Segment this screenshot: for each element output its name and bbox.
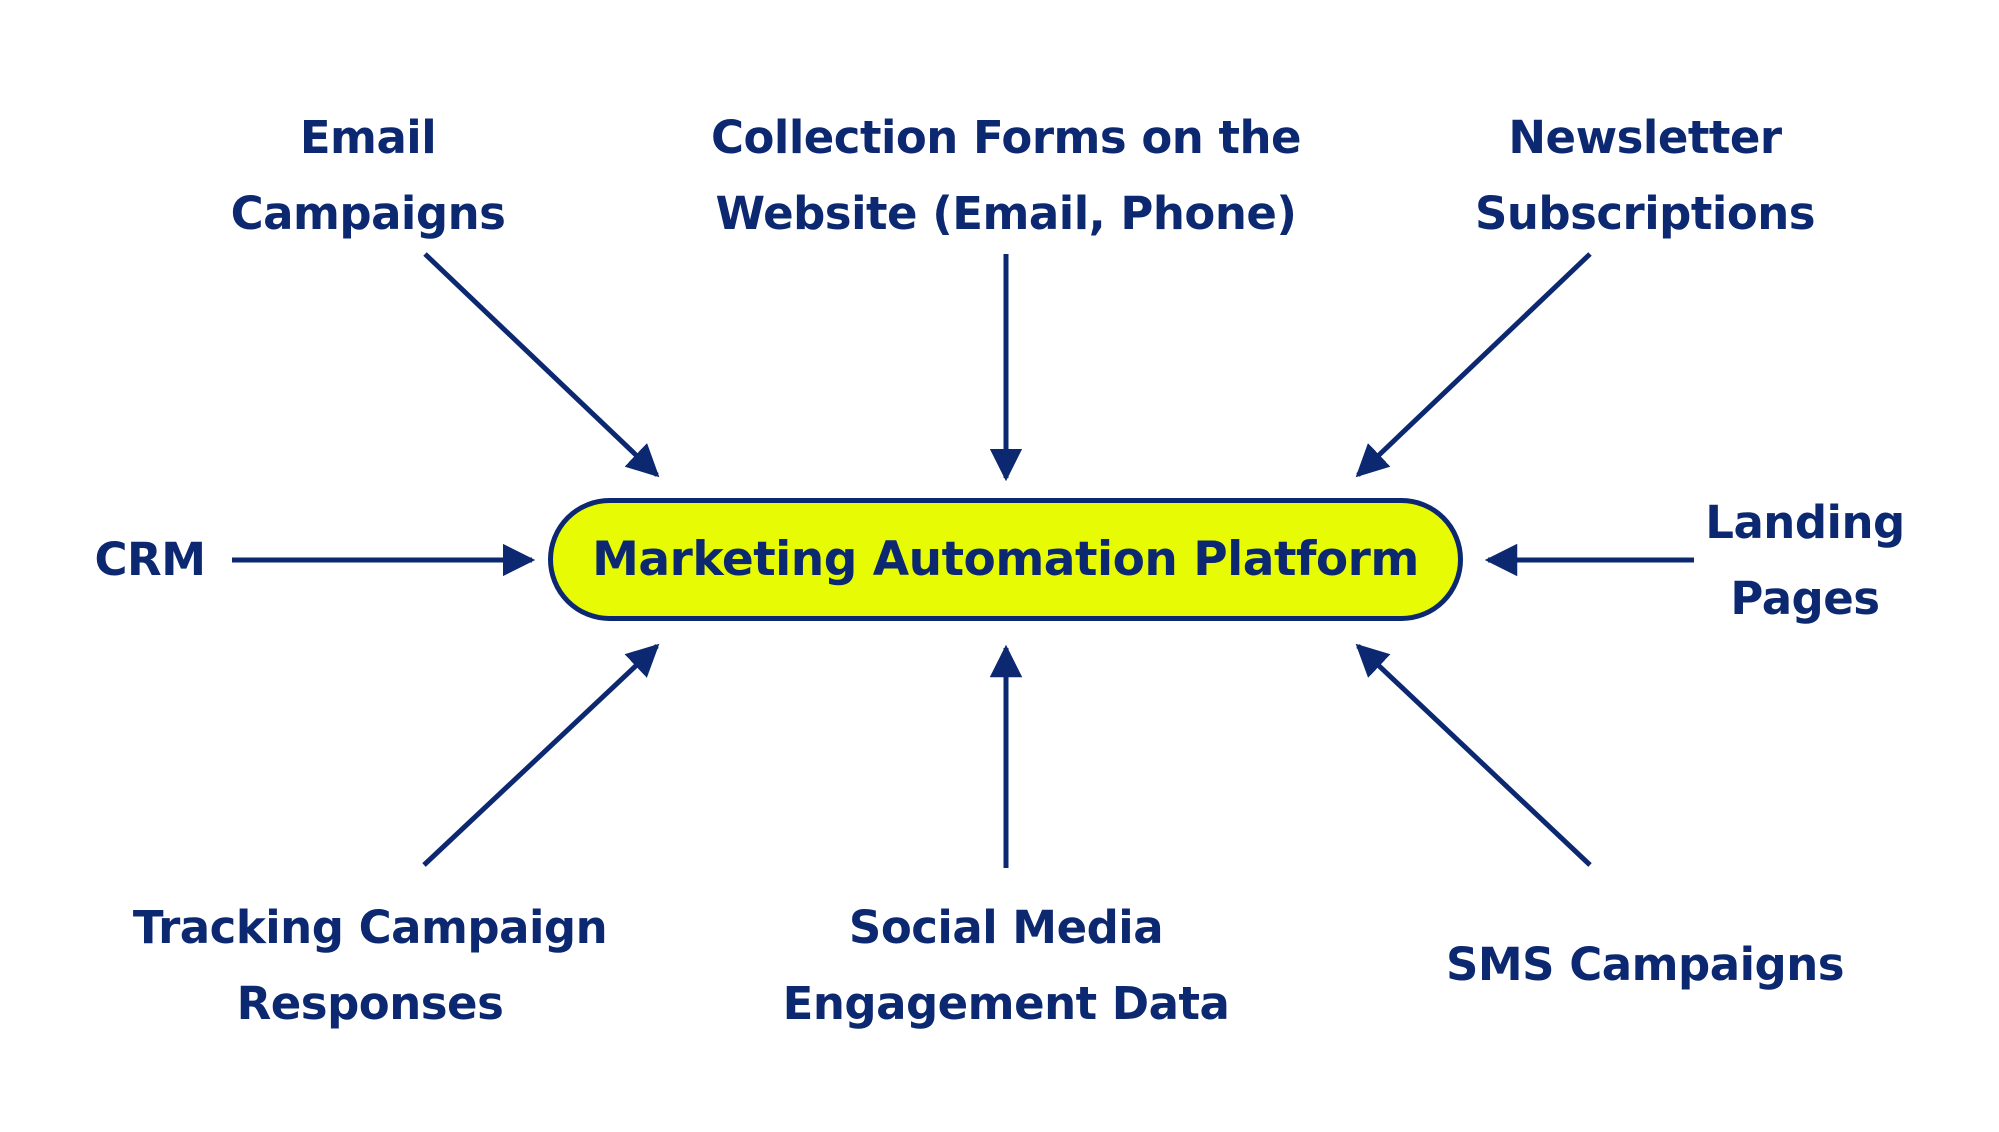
hub-marketing-automation-platform: Marketing Automation Platform [548, 498, 1463, 621]
source-sms-campaigns: SMS Campaigns [1410, 927, 1880, 1003]
source-sms-line-1: SMS Campaigns [1445, 938, 1845, 991]
source-collection-forms-line-1: Collection Forms on the [710, 111, 1302, 164]
source-social-media-line-1: Social Media [848, 901, 1164, 954]
arrow-email-campaigns [423, 252, 660, 478]
source-crm: CRM [60, 522, 240, 598]
arrow-tracking [422, 643, 660, 867]
source-social-media-engagement: Social Media Engagement Data [756, 890, 1256, 1042]
source-landing-pages-line-1: Landing [1705, 496, 1905, 549]
source-newsletter-line-2: Subscriptions [1474, 187, 1816, 240]
source-newsletter-subscriptions: Newsletter Subscriptions [1420, 100, 1870, 252]
source-email-campaigns-line-2: Campaigns [230, 187, 506, 240]
source-collection-forms: Collection Forms on the Website (Email, … [656, 100, 1356, 252]
hub-label: Marketing Automation Platform [592, 532, 1419, 587]
source-email-campaigns: Email Campaigns [168, 100, 568, 252]
arrow-sms [1355, 643, 1592, 867]
source-tracking-campaign-responses: Tracking Campaign Responses [80, 890, 660, 1042]
source-landing-pages-line-2: Pages [1730, 572, 1880, 625]
source-crm-line-1: CRM [94, 533, 206, 586]
source-tracking-line-1: Tracking Campaign [132, 901, 608, 954]
source-tracking-line-2: Responses [236, 977, 504, 1030]
source-email-campaigns-line-1: Email [299, 111, 437, 164]
source-landing-pages: Landing Pages [1700, 485, 1910, 637]
source-social-media-line-2: Engagement Data [782, 977, 1230, 1030]
source-collection-forms-line-2: Website (Email, Phone) [715, 187, 1297, 240]
arrow-newsletter [1355, 252, 1592, 478]
source-newsletter-line-1: Newsletter [1508, 111, 1782, 164]
